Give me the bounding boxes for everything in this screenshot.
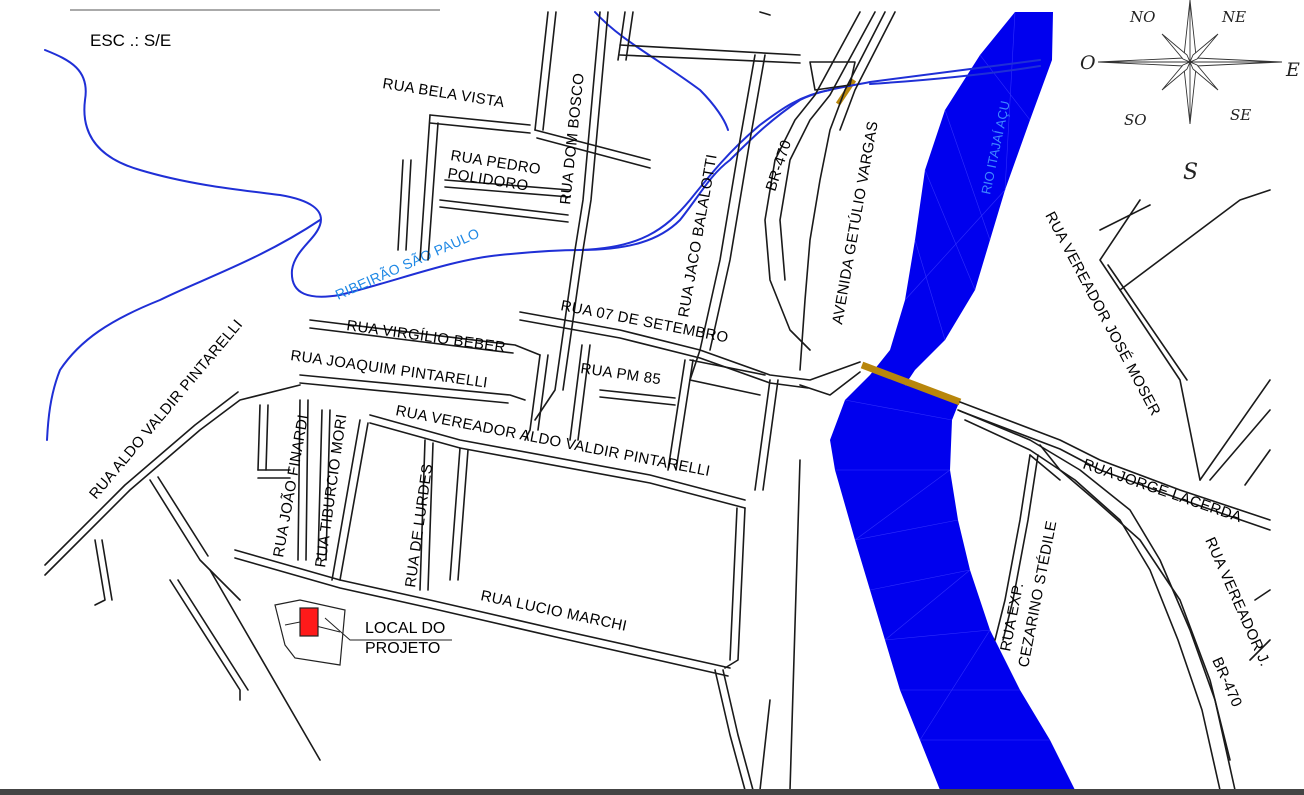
bridge-south (860, 361, 962, 406)
label-sete-setembro: RUA 07 DE SETEMBRO (559, 297, 730, 346)
project-label-line1: LOCAL DO (365, 620, 445, 637)
bottom-border (0, 789, 1304, 795)
compass-no: NO (1129, 8, 1155, 26)
label-getulio-vargas: AVENIDA GETÚLIO VARGAS (829, 120, 882, 326)
label-vereador-j: RUA VEREADOR J. (1201, 535, 1273, 669)
label-bela-vista: RUA BELA VISTA (381, 75, 505, 111)
compass-so: SO (1124, 111, 1147, 129)
compass-ne: NE (1221, 8, 1246, 26)
project-location: LOCAL DO PROJETO (274, 599, 452, 666)
label-lucio-marchi: RUA LUCIO MARCHI (479, 587, 628, 635)
label-virgilio-beber: RUA VIRGÍLIO BEBER (345, 317, 506, 356)
label-aldo-valdir: RUA ALDO VALDIR PINTARELLI (86, 316, 246, 502)
compass-e: E (1285, 59, 1300, 81)
label-de-lurdes: RUA DE LURDES (402, 463, 436, 589)
scale-label: ESC .: S/E (90, 31, 171, 50)
road-network (44, 11, 1271, 791)
compass-star-icon (1097, 0, 1283, 125)
label-jose-moser: RUA VEREADOR JOSÉ MOSER (1041, 209, 1163, 419)
ribeirao-sao-paulo: RIBEIRÃO SÃO PAULO (44, 11, 1041, 441)
label-vereador-aldo: RUA VEREADOR ALDO VALDIR PINTARELLI (394, 402, 711, 480)
label-tiburcio-mori: RUA TIBURCIO MORI (312, 413, 350, 569)
compass-se: SE (1230, 106, 1251, 124)
compass-o: O (1080, 52, 1096, 74)
project-marker (299, 607, 319, 637)
label-br470-south: BR-470 (1208, 655, 1245, 710)
label-pm85: RUA PM 85 (579, 360, 662, 388)
compass-rose: NO NE O E SO SE S (1080, 0, 1300, 185)
compass-s: S (1183, 160, 1198, 185)
label-br470-north: BR-470 (763, 138, 795, 193)
label-dom-bosco: RUA DOM BOSCO (557, 72, 588, 205)
label-jaco-balalotti: RUA JACO BALALOTTI (675, 153, 720, 319)
project-label-line2: PROJETO (365, 640, 440, 657)
